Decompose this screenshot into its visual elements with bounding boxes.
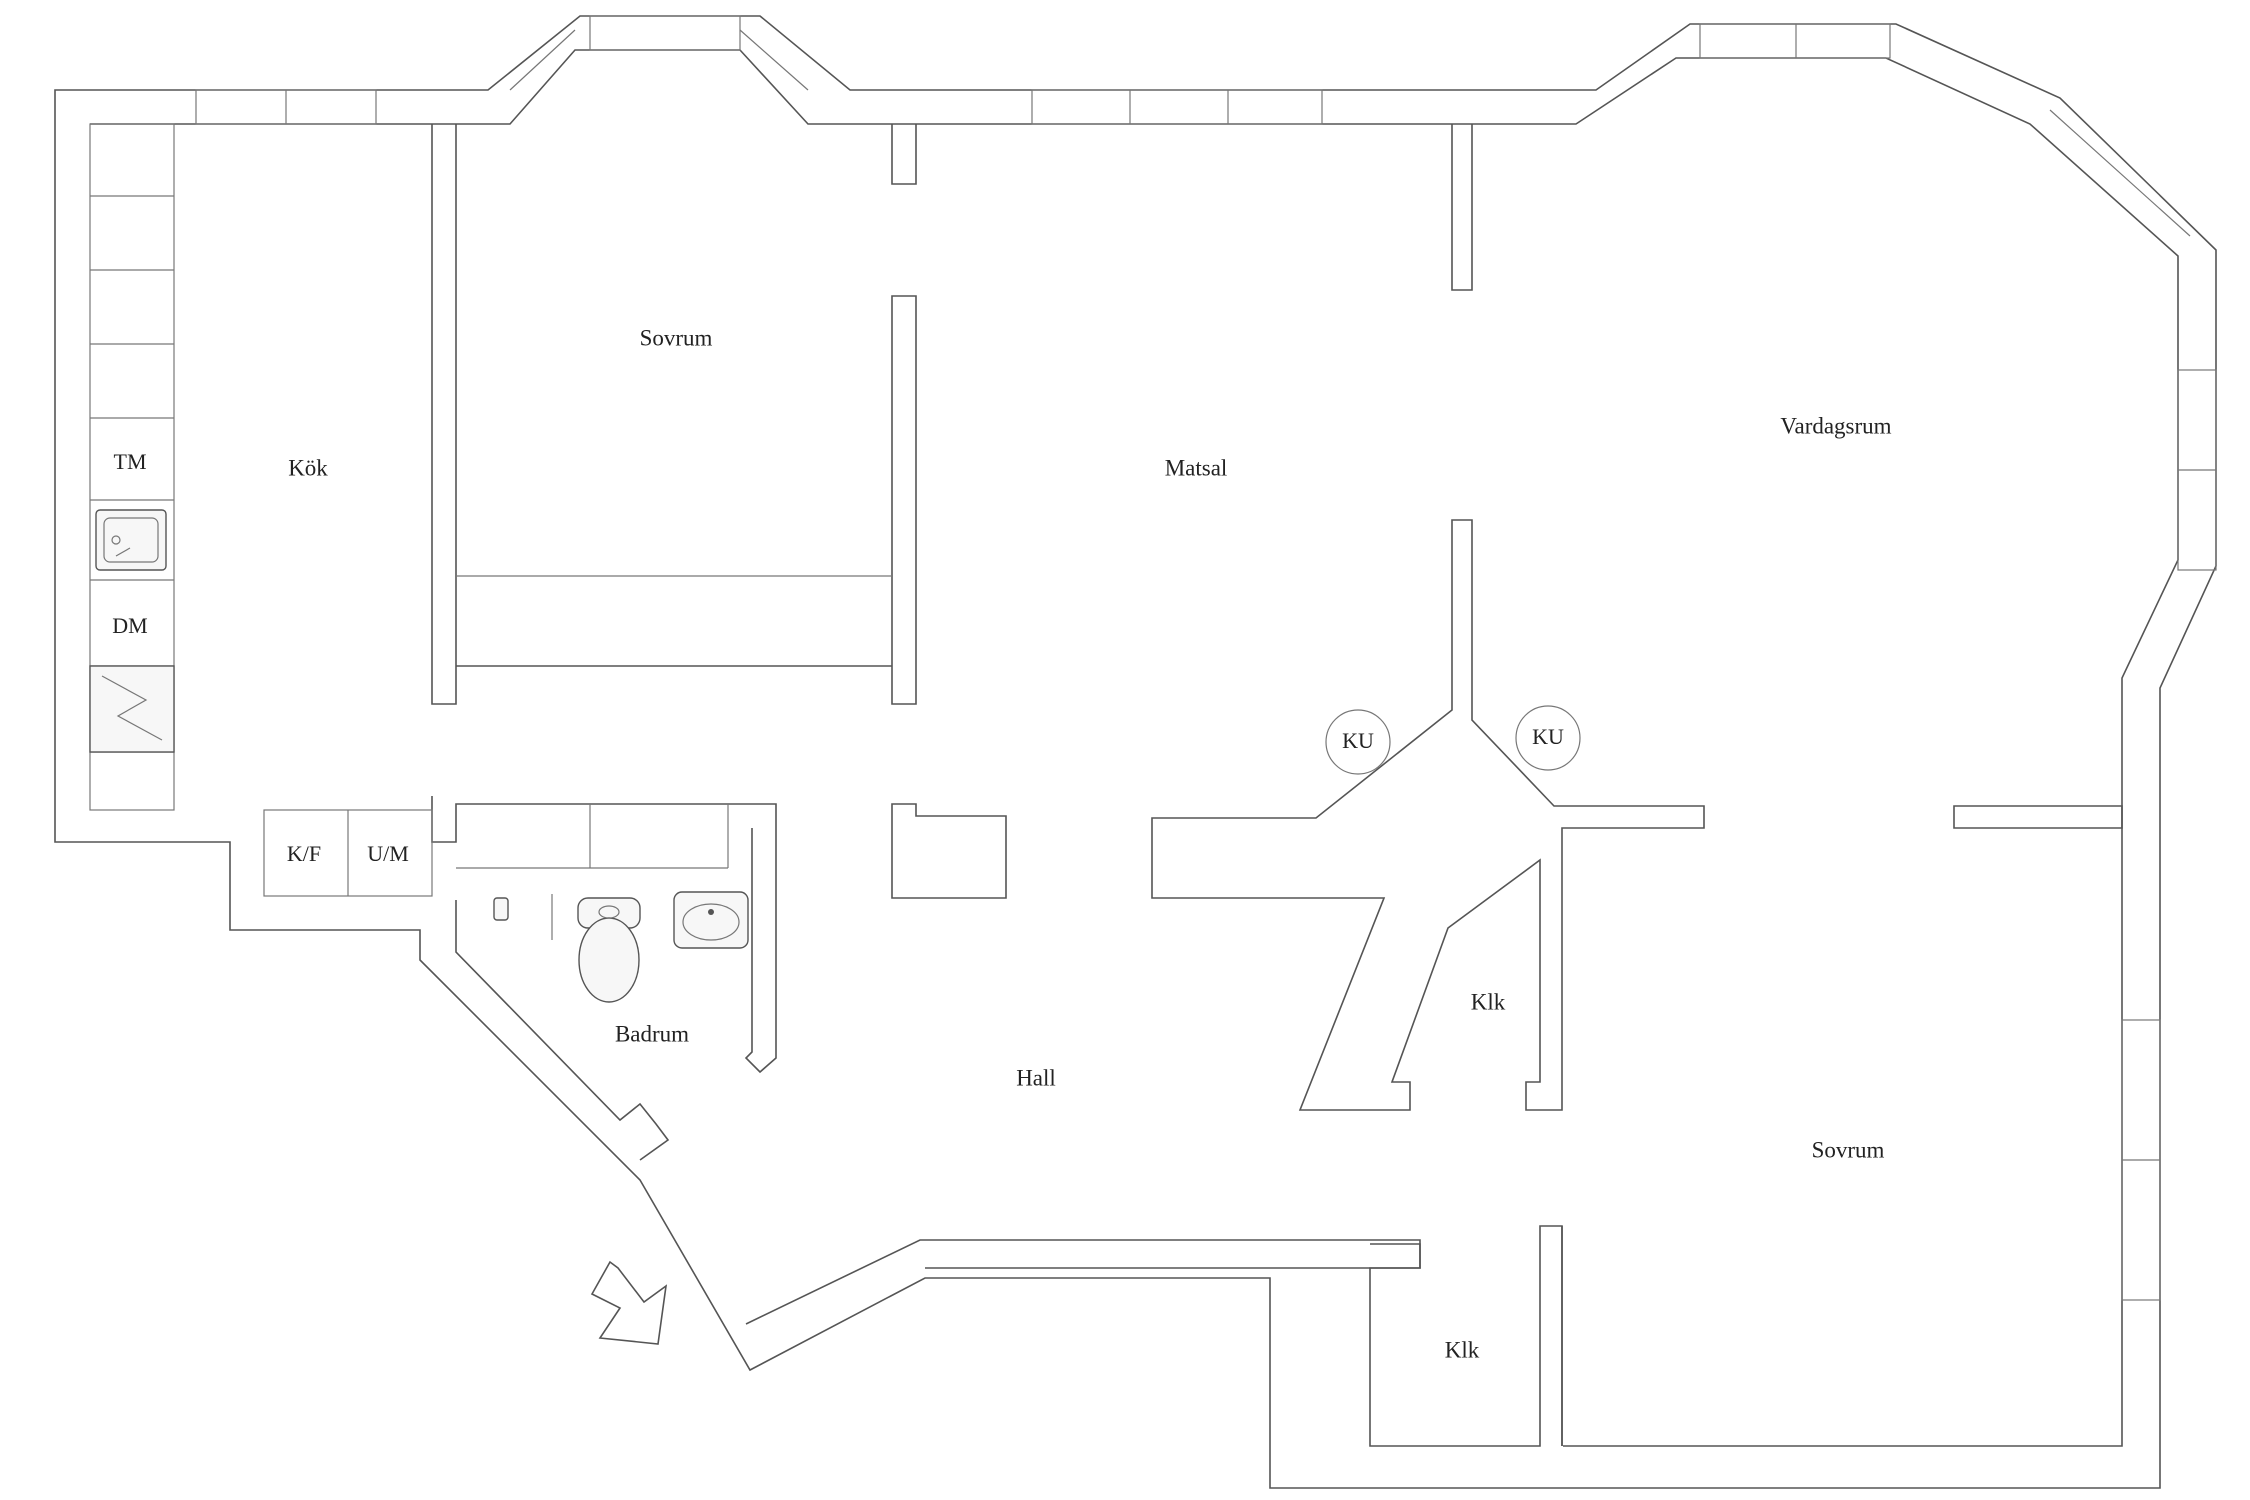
stove-icon	[89, 665, 175, 753]
fixture-labels: TM DM K/F U/M KU KU	[112, 449, 1564, 866]
fixture-label-dm: DM	[112, 613, 147, 638]
room-label-hall: Hall	[1016, 1065, 1056, 1090]
entrance-arrow-icon	[590, 1260, 668, 1345]
interior-walls	[89, 123, 2123, 1447]
fixture-label-um: U/M	[367, 841, 409, 866]
fixtures	[89, 509, 1581, 1003]
fixture-label-ku-left: KU	[1342, 728, 1374, 753]
room-label-sovrum-top: Sovrum	[640, 325, 713, 350]
room-label-matsal: Matsal	[1165, 455, 1228, 480]
room-label-klk-bottom: Klk	[1445, 1337, 1480, 1362]
ku-right-circle	[1515, 705, 1581, 771]
room-label-vardagsrum: Vardagsrum	[1780, 413, 1891, 438]
fixture-label-kf: K/F	[287, 841, 321, 866]
basin-icon	[673, 891, 749, 949]
room-label-kok: Kök	[288, 455, 328, 480]
fixture-label-tm: TM	[114, 449, 147, 474]
room-label-sovrum-bottom: Sovrum	[1812, 1137, 1885, 1162]
tap-icon	[493, 897, 509, 921]
windows	[195, 15, 2217, 1301]
toilet-icon	[577, 897, 641, 1003]
kitchen-sink-icon	[95, 509, 167, 571]
room-labels: Kök Sovrum Matsal Vardagsrum Badrum Hall…	[288, 325, 1891, 1362]
fixture-label-ku-right: KU	[1532, 724, 1564, 749]
ku-left-circle	[1325, 709, 1391, 775]
room-label-badrum: Badrum	[615, 1021, 689, 1046]
room-label-klk-center: Klk	[1471, 989, 1506, 1014]
